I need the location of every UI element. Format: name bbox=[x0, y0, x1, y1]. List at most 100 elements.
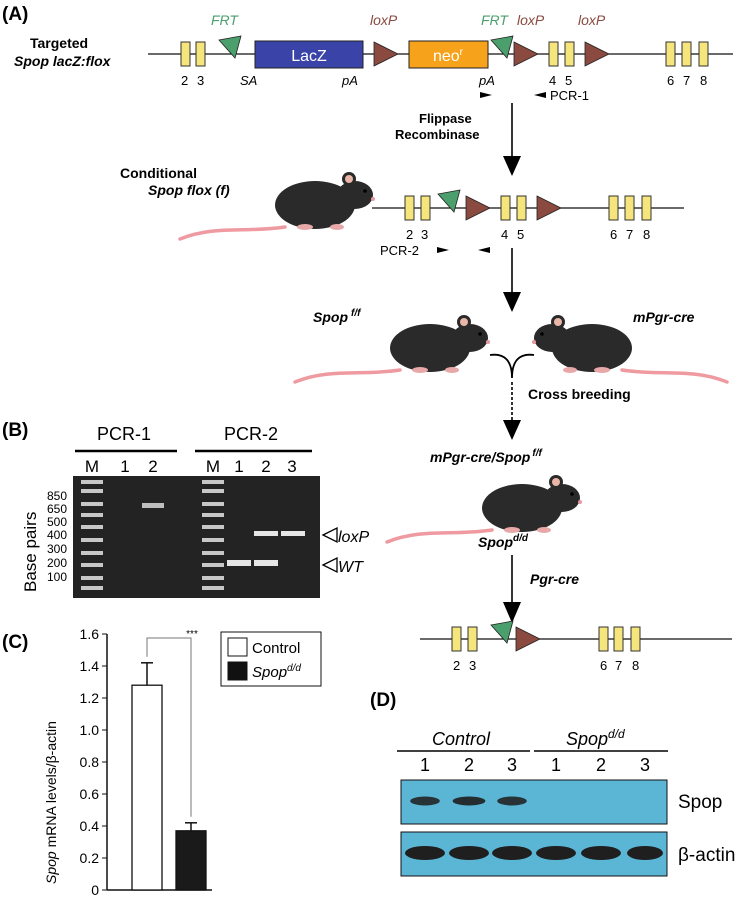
exon-label-2c: 2 bbox=[453, 658, 460, 673]
spop-dd-gene: Spop bbox=[478, 534, 513, 550]
loxp-site-1 bbox=[465, 195, 491, 221]
exon-label-8c: 8 bbox=[632, 658, 639, 673]
exon-label-3c: 3 bbox=[469, 658, 476, 673]
targeted-gene: Spop bbox=[14, 53, 49, 69]
exon-label-3a: 3 bbox=[197, 73, 204, 88]
exon-box-4 bbox=[548, 41, 559, 67]
gel-band-pcr2-lane2-loxp bbox=[254, 531, 278, 536]
chart-ylabel-gene: Spop bbox=[43, 851, 59, 884]
exon-box-5 bbox=[564, 41, 575, 67]
mpgr-cre-label: mPgr-cre bbox=[633, 309, 695, 325]
cross-breeding-label: Cross breeding bbox=[528, 386, 631, 402]
exon-box-8 bbox=[698, 41, 709, 67]
exon-box-3 bbox=[467, 626, 478, 652]
gel-ladder-band bbox=[81, 525, 103, 529]
chart-axes: 00.20.40.60.81.01.21.41.6 bbox=[80, 626, 212, 898]
gel-ladder-band bbox=[81, 551, 103, 555]
western-group-2-superscript: d/d bbox=[608, 727, 625, 741]
gel-ladder-band bbox=[81, 563, 103, 567]
frt-site bbox=[437, 189, 461, 213]
targeted-suffix: lacZ:flox bbox=[49, 53, 112, 69]
exon-box-4 bbox=[500, 195, 511, 221]
neo-text: neo bbox=[433, 48, 460, 65]
mouse-mpgr-cre bbox=[530, 313, 729, 384]
gel-ladder-band bbox=[202, 538, 224, 542]
spop-ff-gene: Spop bbox=[313, 309, 348, 325]
targeted-label: Targeted bbox=[30, 35, 88, 51]
step1-label-2: Recombinase bbox=[395, 127, 480, 142]
gel-lane-label: M bbox=[85, 457, 99, 476]
chart-bar bbox=[175, 830, 207, 891]
western-bands bbox=[405, 796, 663, 860]
exon-box-7 bbox=[681, 41, 692, 67]
exon-label-5b: 5 bbox=[517, 227, 524, 242]
conditional-construct bbox=[372, 189, 684, 221]
step1-arrowhead bbox=[503, 156, 521, 176]
exon-box-5 bbox=[516, 195, 527, 221]
step1-label-1: Flippase bbox=[419, 111, 472, 126]
gel-marker-label: 300 bbox=[47, 542, 67, 556]
exon-label-7b: 7 bbox=[626, 227, 633, 242]
sa-label: SA bbox=[240, 73, 257, 88]
loxp-site-3 bbox=[584, 41, 610, 67]
blot-actin bbox=[400, 831, 668, 877]
exon-box-6 bbox=[608, 195, 619, 221]
exon-box-6 bbox=[665, 41, 676, 67]
gel-ylabel: Base pairs bbox=[21, 512, 40, 592]
panel-d-label: (D) bbox=[370, 690, 396, 711]
loxp-site-2 bbox=[513, 41, 539, 67]
western-lane-label: 1 bbox=[420, 755, 430, 775]
blot-spop bbox=[400, 779, 668, 825]
gel-marker-label: 850 bbox=[47, 489, 67, 503]
gel-lane-label: 2 bbox=[261, 457, 270, 476]
gel-marker-ladders bbox=[81, 480, 224, 590]
western-band-spop bbox=[410, 796, 440, 806]
chart-y-tick-label: 1.6 bbox=[80, 626, 100, 642]
gel-marker-label: 650 bbox=[47, 502, 67, 516]
gel-ladder-band bbox=[202, 576, 224, 580]
pcr2-primer-forward bbox=[437, 247, 449, 253]
exon-label-3b: 3 bbox=[421, 227, 428, 242]
loxp-label-2: loxP bbox=[517, 12, 545, 28]
exon-label-2a: 2 bbox=[181, 73, 188, 88]
exon-label-4a: 4 bbox=[549, 73, 556, 88]
exon-label-2b: 2 bbox=[406, 227, 413, 242]
loxp-band-label: loxP bbox=[338, 529, 369, 546]
legend-swatch-spop bbox=[227, 661, 248, 681]
step3-arrowhead bbox=[503, 420, 521, 440]
gel-ladder-band bbox=[81, 513, 103, 517]
western-lane-label: 3 bbox=[507, 755, 517, 775]
loxp-site-1 bbox=[373, 41, 399, 67]
gel-bands bbox=[142, 503, 305, 566]
exon-box-6 bbox=[598, 626, 609, 652]
gel-lane-label: M bbox=[206, 457, 220, 476]
deleted-construct bbox=[420, 620, 732, 652]
conditional-allele-label: Spop flox (f) bbox=[148, 182, 230, 198]
gel-lane-label: 2 bbox=[148, 457, 157, 476]
loxp-label-3: loxP bbox=[578, 12, 606, 28]
gel-lane-label: 3 bbox=[287, 457, 296, 476]
western-lane-label: 3 bbox=[640, 755, 650, 775]
western-group-1-label: Control bbox=[432, 729, 491, 749]
legend-label-control: Control bbox=[252, 640, 300, 657]
loxp-label-1: loxP bbox=[370, 12, 398, 28]
western-band-spop bbox=[452, 796, 486, 806]
loxp-band-arrow bbox=[321, 526, 338, 544]
chart-y-tick-label: 0.2 bbox=[80, 850, 100, 866]
western-group-2-text: Spop bbox=[566, 729, 608, 749]
chart-y-tick-label: 0 bbox=[91, 882, 99, 898]
neo-cassette bbox=[408, 40, 489, 69]
exon-box-7 bbox=[624, 195, 635, 221]
chart-y-tick-label: 0.6 bbox=[80, 786, 100, 802]
western-lane-label: 1 bbox=[551, 755, 561, 775]
panel-b-label: (B) bbox=[2, 420, 28, 441]
gel-group-2-label: PCR-2 bbox=[224, 424, 278, 444]
gel-ladder-band bbox=[81, 576, 103, 580]
western-band-actin bbox=[405, 846, 445, 860]
cross-result-text: mPgr-cre/Spop bbox=[430, 449, 531, 465]
gel-group-1-label: PCR-1 bbox=[97, 424, 151, 444]
